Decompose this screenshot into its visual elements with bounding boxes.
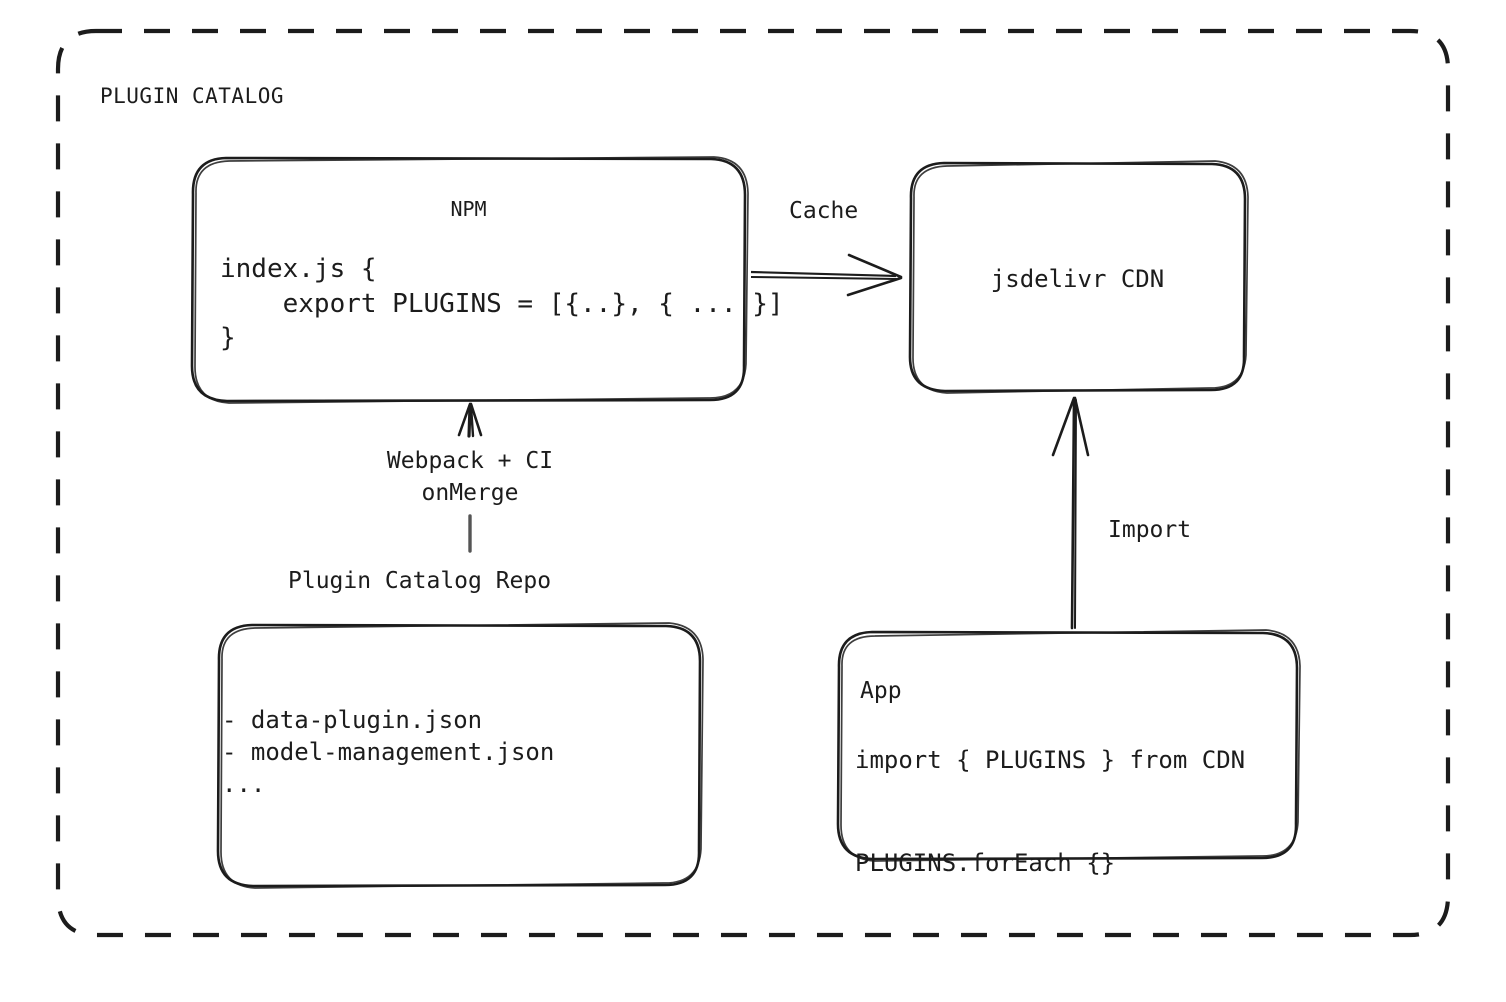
build-edge-label: Webpack + CI onMerge — [386, 448, 554, 506]
cdn-node-title: jsdelivr CDN — [990, 265, 1165, 293]
npm-box-outline — [190, 156, 749, 404]
group-title: PLUGIN CATALOG — [100, 84, 285, 108]
app-node-code: import { PLUGINS } from CDN PLUGINS.forE… — [855, 746, 1246, 878]
cdn-box-outline — [908, 160, 1249, 394]
app-node-title: App — [860, 678, 902, 704]
plugin-catalog-group-border — [55, 28, 1451, 938]
npm-node-code: index.js { export PLUGINS = [{..}, { ...… — [220, 254, 784, 354]
import-edge-label: Import — [1108, 517, 1192, 543]
repo-box-outline — [216, 622, 704, 889]
import-arrow — [1051, 396, 1090, 630]
app-box-outline — [836, 629, 1301, 862]
repo-node-caption: Plugin Catalog Repo — [288, 568, 552, 594]
npm-node-title: NPM — [450, 197, 487, 221]
repo-node-items: - data-plugin.json - model-management.js… — [222, 706, 555, 799]
build-arrow — [457, 402, 483, 553]
cache-arrow — [750, 253, 903, 297]
cache-edge-label: Cache — [789, 198, 859, 224]
